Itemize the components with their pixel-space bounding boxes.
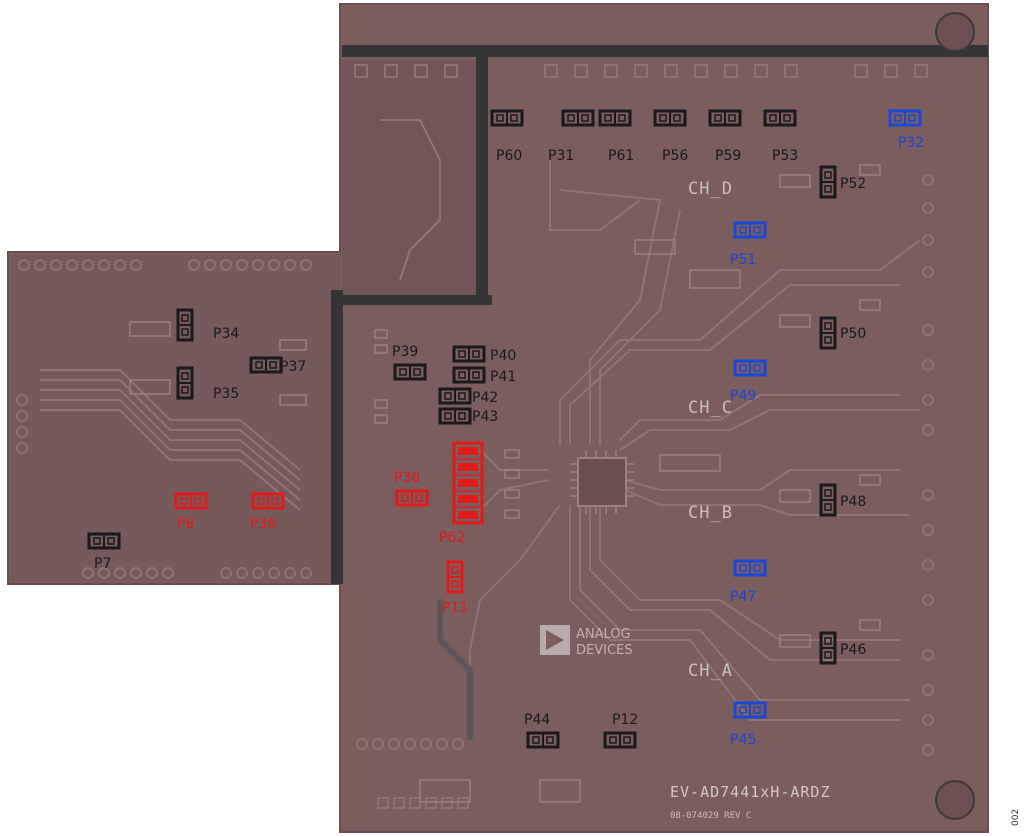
jumper-label-p36: P36 (250, 516, 276, 532)
jumper-label-p35: P35 (213, 386, 239, 402)
jumper-label-p60: P60 (496, 148, 522, 164)
right-terminal-pads (922, 174, 934, 756)
jumper-p38[interactable]: P38 (394, 470, 429, 507)
jumper-p8[interactable]: P8 (174, 492, 208, 532)
main-ic (577, 457, 627, 507)
jumper-label-p51: P51 (730, 252, 756, 268)
jumper-label-p59: P59 (715, 148, 741, 164)
jumper-p43[interactable]: P43 (438, 407, 498, 425)
jumper-p7[interactable]: P7 (87, 532, 121, 572)
jumper-label-p43: P43 (472, 409, 498, 425)
jumper-p47[interactable]: P47 (730, 559, 767, 605)
top-header-pads (354, 64, 928, 78)
board-revision: 08-074029 REV C (670, 811, 751, 821)
passive-components (129, 164, 881, 803)
jumper-label-p39: P39 (392, 344, 418, 360)
jumper-p61[interactable]: P61 (598, 109, 634, 164)
thick-traces (331, 45, 988, 584)
jumper-label-p7: P7 (94, 556, 111, 572)
jumper-p12[interactable]: P12 (603, 712, 638, 749)
jumper-label-p37: P37 (280, 359, 306, 375)
jumper-label-p41: P41 (490, 369, 516, 385)
logo-line1: ANALOG (576, 627, 631, 642)
jumper-p36[interactable]: P36 (250, 492, 285, 532)
jumper-p62[interactable]: P62 (439, 441, 484, 546)
jumper-p48[interactable]: P48 (819, 483, 866, 517)
jumper-label-p48: P48 (840, 494, 866, 510)
jumper-p45[interactable]: P45 (730, 701, 767, 748)
analog-devices-logo: ANALOG DEVICES (540, 625, 633, 658)
board-name: EV-AD7441xH-ARDZ (670, 783, 831, 801)
jumper-p31[interactable]: P31 (548, 109, 595, 164)
jumper-p35[interactable]: P35 (176, 366, 239, 402)
jumper-label-p62: P62 (439, 530, 465, 546)
jumper-label-p53: P53 (772, 148, 798, 164)
channel-label-d: CH_D (688, 179, 733, 199)
jumper-label-p40: P40 (490, 348, 516, 364)
left-extension-area (10, 254, 340, 582)
jumper-label-p49: P49 (730, 388, 756, 404)
jumper-p37[interactable]: P37 (249, 356, 306, 375)
jumper-p49[interactable]: P49 (730, 359, 767, 404)
jumper-label-p44: P44 (524, 712, 550, 728)
figure-number: 002 (1011, 809, 1021, 826)
jumper-label-p47: P47 (730, 589, 756, 605)
jumper-label-p50: P50 (840, 326, 866, 342)
jumper-label-p12: P12 (612, 712, 638, 728)
jumper-p46[interactable]: P46 (819, 631, 866, 665)
jumper-p40[interactable]: P40 (452, 345, 516, 364)
jumper-p42[interactable]: P42 (438, 387, 498, 406)
logo-line2: DEVICES (576, 643, 633, 658)
ic-pins (570, 450, 634, 514)
jumper-label-p8: P8 (177, 516, 194, 532)
jumper-label-p45: P45 (730, 732, 756, 748)
jumper-label-p38: P38 (394, 470, 420, 486)
jumper-p39[interactable]: P39 (392, 344, 427, 381)
jumper-p44[interactable]: P44 (524, 712, 560, 749)
jumper-p34[interactable]: P34 (176, 308, 239, 342)
jumper-p51[interactable]: P51 (730, 221, 767, 268)
channel-label-c: CH_C (688, 398, 733, 418)
top-left-module (342, 60, 488, 300)
jumper-p60[interactable]: P60 (490, 109, 524, 164)
jumper-p52[interactable]: P52 (819, 165, 866, 199)
jumper-p53[interactable]: P53 (763, 109, 798, 164)
jumper-label-p46: P46 (840, 642, 866, 658)
bottom-header-pins (356, 738, 469, 809)
jumper-p56[interactable]: P56 (653, 109, 688, 164)
jumper-label-p56: P56 (662, 148, 688, 164)
mounting-hole-top (935, 12, 975, 52)
jumper-label-p34: P34 (213, 326, 239, 342)
jumper-label-p61: P61 (608, 148, 634, 164)
channel-label-b: CH_B (688, 503, 733, 523)
jumper-p32[interactable]: P32 (888, 109, 924, 151)
jumper-label-p11: P11 (442, 600, 468, 616)
jumper-label-p52: P52 (840, 176, 866, 192)
channel-label-a: CH_A (688, 661, 733, 681)
jumper-p41[interactable]: P41 (452, 366, 516, 385)
jumper-label-p42: P42 (472, 390, 498, 406)
jumper-p50[interactable]: P50 (819, 316, 866, 350)
jumper-p11[interactable]: P11 (442, 560, 468, 616)
jumper-p59[interactable]: P59 (708, 109, 742, 164)
mounting-hole-bottom (935, 780, 975, 820)
jumper-label-p31: P31 (548, 148, 574, 164)
signal-traces (40, 119, 921, 740)
left-header-pins (16, 259, 312, 579)
jumper-label-p32: P32 (898, 135, 924, 151)
